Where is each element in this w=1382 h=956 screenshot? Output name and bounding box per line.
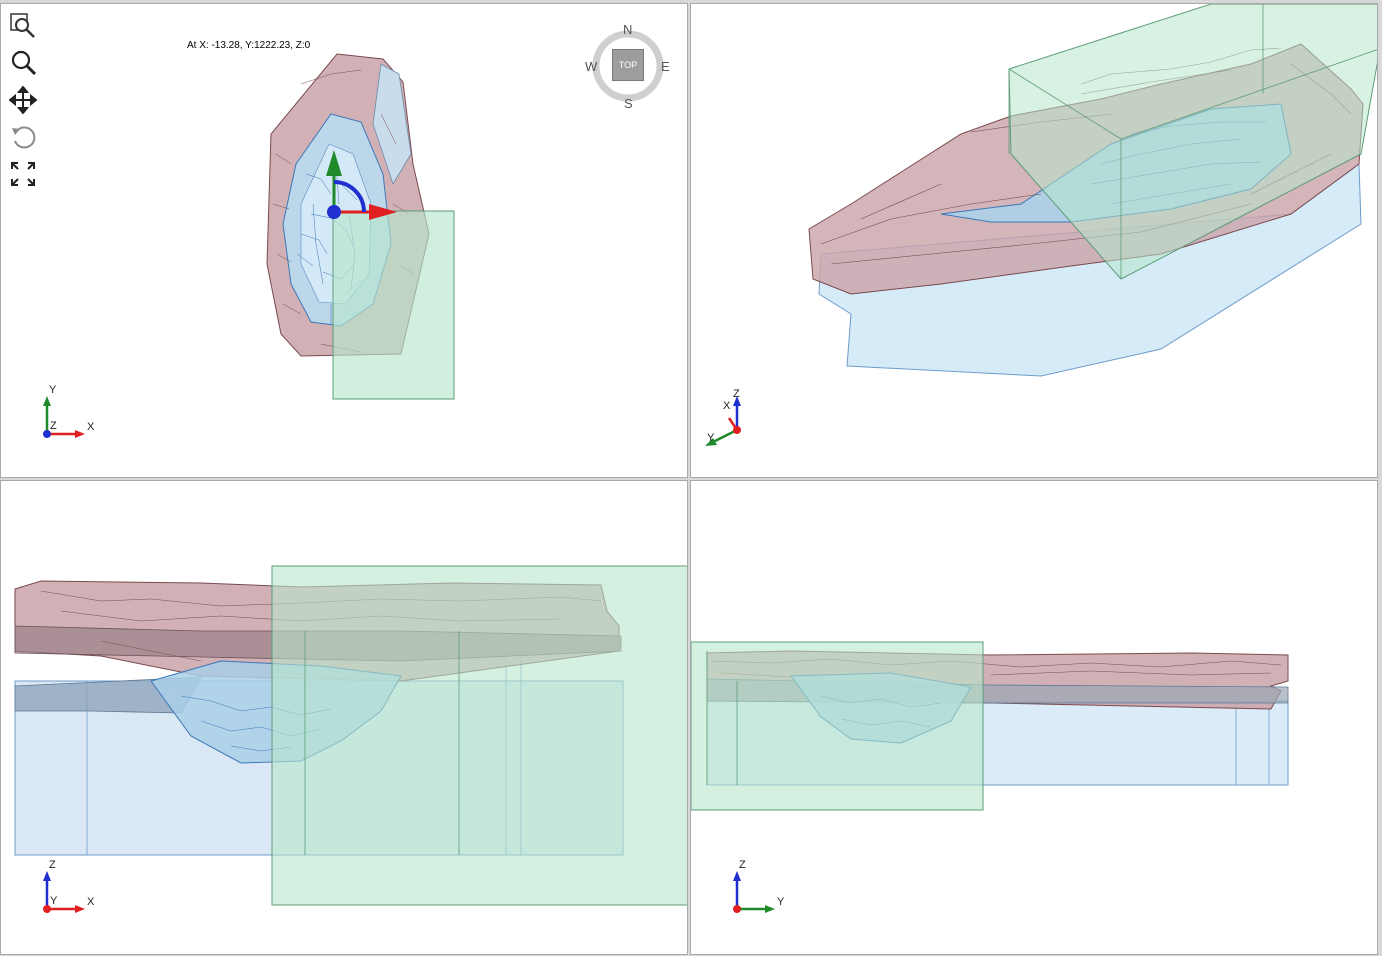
view-compass[interactable]: N S E W TOP bbox=[585, 22, 672, 111]
compass-west-label[interactable]: W bbox=[585, 59, 598, 74]
front-view-scene[interactable] bbox=[1, 481, 688, 955]
perspective-view-scene[interactable] bbox=[691, 4, 1378, 478]
rotate-icon[interactable] bbox=[9, 123, 37, 151]
viewport-front[interactable]: Z Y X bbox=[0, 480, 688, 955]
axis-triad-top: Y Z X bbox=[39, 382, 99, 442]
axis-label-z: Z bbox=[739, 859, 746, 871]
axis-label-z: Z bbox=[733, 388, 740, 400]
axis-label-z: Z bbox=[50, 420, 57, 432]
cursor-coordinate-readout: At X: -13.28, Y:1222.23, Z:0 bbox=[187, 40, 311, 51]
axis-triad-front: Z Y X bbox=[39, 859, 99, 919]
axis-label-y: Y bbox=[777, 896, 785, 908]
axis-label-y: Y bbox=[707, 432, 715, 444]
axis-label-y: Y bbox=[50, 895, 58, 907]
axis-triad-side: Z Y bbox=[729, 859, 789, 919]
viewport-side[interactable]: Z Y bbox=[690, 480, 1378, 955]
compass-east-label[interactable]: E bbox=[661, 59, 670, 74]
top-view-scene[interactable] bbox=[1, 4, 688, 478]
viewport-perspective[interactable]: Z X Y bbox=[690, 3, 1378, 478]
view-toolbar bbox=[9, 12, 39, 197]
block-model-box bbox=[332, 210, 455, 400]
view-cube-top-button[interactable]: TOP bbox=[612, 49, 644, 81]
block-model-box bbox=[691, 641, 984, 811]
compass-ring bbox=[592, 30, 664, 102]
block-model-box bbox=[1008, 4, 1377, 280]
block-model-box bbox=[271, 565, 687, 906]
axis-triad-perspective: Z X Y bbox=[701, 386, 761, 450]
axis-label-x: X bbox=[723, 400, 731, 412]
axis-label-x: X bbox=[87, 896, 95, 908]
compass-north-label[interactable]: N bbox=[623, 22, 633, 37]
axis-label-x: X bbox=[87, 421, 95, 433]
axis-label-y: Y bbox=[49, 384, 57, 396]
fit-screen-icon[interactable] bbox=[9, 160, 37, 188]
compass-south-label[interactable]: S bbox=[624, 96, 633, 111]
zoom-extents-icon[interactable] bbox=[9, 12, 37, 40]
pan-icon[interactable] bbox=[9, 86, 37, 114]
side-view-scene[interactable] bbox=[691, 481, 1378, 955]
axis-label-z: Z bbox=[49, 859, 56, 871]
viewport-top[interactable]: At X: -13.28, Y:1222.23, Z:0 N S E W TOP… bbox=[0, 3, 688, 478]
zoom-icon[interactable] bbox=[9, 49, 37, 77]
transform-gizmo[interactable] bbox=[326, 150, 397, 220]
